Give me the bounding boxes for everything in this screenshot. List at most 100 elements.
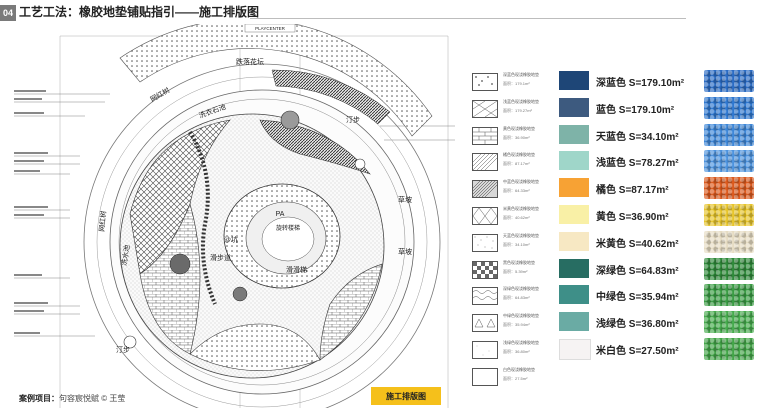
label-slide: 滑滑梯	[286, 265, 307, 274]
material-name: 黄色现浇橡胶地垫	[503, 125, 535, 131]
color-name: 天蓝色	[596, 131, 626, 143]
label-sandpit: 沙坑	[224, 235, 238, 244]
material-area-note: 面积：64.33m²	[503, 188, 530, 194]
color-area: S=27.50m²	[628, 346, 679, 357]
label-pa: PA	[276, 211, 285, 218]
color-area-label: 中绿色 S=35.94m²	[596, 288, 679, 303]
legend-row: 天蓝色现浇橡胶地垫面积：34.10m² 米黄色 S=40.62m²	[462, 230, 758, 255]
project-label: 案例项目：	[19, 394, 59, 403]
color-area: S=78.27m²	[628, 158, 679, 170]
color-area: S=64.83m²	[628, 265, 679, 277]
color-name: 浅绿色	[596, 319, 626, 331]
color-swatch	[559, 231, 589, 251]
color-area: S=40.62m²	[628, 238, 679, 250]
material-area-note: 面积：36.80m²	[503, 349, 530, 354]
label-lawn-right: 草坡	[398, 195, 412, 204]
material-name: 深蓝色现浇橡胶地垫	[503, 72, 539, 77]
project-value: 句容宸悦赋 © 王莹	[59, 394, 126, 403]
header-rule	[250, 18, 686, 19]
color-name: 深绿色	[596, 265, 626, 277]
page-number: 04	[0, 5, 16, 21]
material-name: 天蓝色现浇橡胶地垫	[503, 232, 539, 238]
color-swatch	[559, 151, 589, 171]
color-area: S=36.90m²	[618, 212, 669, 223]
pattern-sample	[472, 99, 498, 118]
material-area-note: 面积：27.5m²	[503, 375, 528, 381]
label-lawn-bottom: 草坡	[398, 247, 412, 256]
material-area-note: 面积：87.17m²	[503, 161, 530, 167]
color-area-label: 米白色 S=27.50m²	[596, 342, 679, 357]
color-name: 橘色	[596, 185, 616, 197]
texture-photo	[704, 338, 754, 360]
pattern-sample	[472, 367, 498, 386]
label-cloud-bed: 网红树	[97, 210, 108, 232]
pattern-sample	[472, 73, 498, 91]
label-spiral: 旋转楼梯	[276, 224, 300, 232]
color-name: 米白色	[596, 346, 626, 357]
layout-tag: 施工排版图	[371, 387, 441, 405]
pattern-sample	[472, 314, 498, 333]
texture-photo	[704, 96, 754, 119]
material-area-note: 面积：179.27m²	[503, 107, 532, 113]
pattern-sample	[472, 126, 498, 145]
color-area: S=34.10m²	[628, 131, 679, 143]
color-name: 黄色	[596, 212, 616, 223]
material-area-note: 面积：64.83m²	[503, 295, 530, 301]
label-step-bottom: 汀步	[116, 346, 130, 354]
site-plan: PLAYCENTER 跌落花坛 网红树 洗衣石池 汀步 草坡 草坡 PA 旋转楼…	[0, 24, 465, 408]
pattern-sample	[472, 341, 498, 359]
pattern-sample	[472, 153, 498, 172]
color-swatch	[559, 178, 589, 198]
texture-photo	[704, 311, 754, 334]
material-name: 白色现浇橡胶地垫	[503, 366, 535, 372]
color-area-label: 蓝色 S=179.10m²	[596, 101, 674, 116]
color-swatch	[559, 312, 589, 332]
project-caption: 案例项目：句容宸悦赋 © 王莹	[19, 393, 125, 404]
color-swatch	[559, 97, 589, 117]
material-name: 深绿色现浇橡胶地垫	[503, 286, 539, 292]
color-swatch	[559, 339, 591, 360]
color-area-label: 米黄色 S=40.62m²	[596, 235, 679, 250]
color-area-label: 浅绿色 S=36.80m²	[596, 315, 679, 330]
label-step-top: 汀步	[346, 116, 360, 124]
material-area-note: 面积：40.62m²	[503, 215, 530, 220]
legend-row: 黑色现浇橡胶地垫面积：5.39m² 深绿色 S=64.83m²	[462, 257, 758, 282]
texture-photo	[704, 123, 754, 146]
texture-photo	[704, 257, 754, 280]
material-name: 橘色现浇橡胶地垫	[503, 152, 535, 158]
pattern-sample	[472, 233, 498, 252]
legend-row: 浅蓝色现浇橡胶地垫面积：179.27m² 蓝色 S=179.10m²	[462, 96, 758, 121]
legend-row: 白色现浇橡胶地垫面积：27.5m²	[462, 365, 758, 389]
texture-photo	[704, 284, 754, 307]
color-swatch	[559, 285, 589, 305]
material-name: 中绿色现浇橡胶地垫	[503, 313, 539, 319]
color-area-label: 深蓝色 S=179.10m²	[596, 74, 684, 89]
legend-row: 橘色现浇橡胶地垫面积：87.17m² 浅蓝色 S=78.27m²	[462, 150, 758, 174]
material-name: 浅蓝色现浇橡胶地垫	[503, 98, 539, 104]
color-name: 浅蓝色	[596, 158, 626, 170]
texture-photo	[704, 177, 754, 200]
legend-row: 黄色现浇橡胶地垫面积：36.90m² 天蓝色 S=34.10m²	[462, 123, 758, 148]
label-bridge: 跌落花坛	[236, 57, 264, 66]
color-swatch	[559, 71, 589, 90]
texture-photo	[704, 150, 754, 173]
texture-photo	[704, 70, 754, 92]
material-area-note: 面积：34.10m²	[503, 241, 530, 247]
color-swatch	[559, 124, 589, 144]
color-area: S=179.10m²	[618, 104, 675, 116]
color-swatch	[559, 258, 589, 278]
color-area-label: 天蓝色 S=34.10m²	[596, 128, 679, 143]
color-area-label: 橘色 S=87.17m²	[596, 181, 669, 196]
color-name: 蓝色	[596, 104, 616, 116]
material-area-note: 面积：36.90m²	[503, 134, 530, 140]
color-swatch	[559, 205, 589, 224]
material-area-note: 面积：5.39m²	[503, 268, 528, 274]
page-title: 工艺工法：橡胶地垫铺贴指引——施工排版图	[19, 5, 260, 19]
color-area-label: 深绿色 S=64.83m²	[596, 262, 679, 277]
material-name: 黑色现浇橡胶地垫	[503, 259, 535, 265]
color-area: S=36.80m²	[628, 319, 679, 331]
label-swing-lane: 滑步道	[210, 253, 231, 262]
